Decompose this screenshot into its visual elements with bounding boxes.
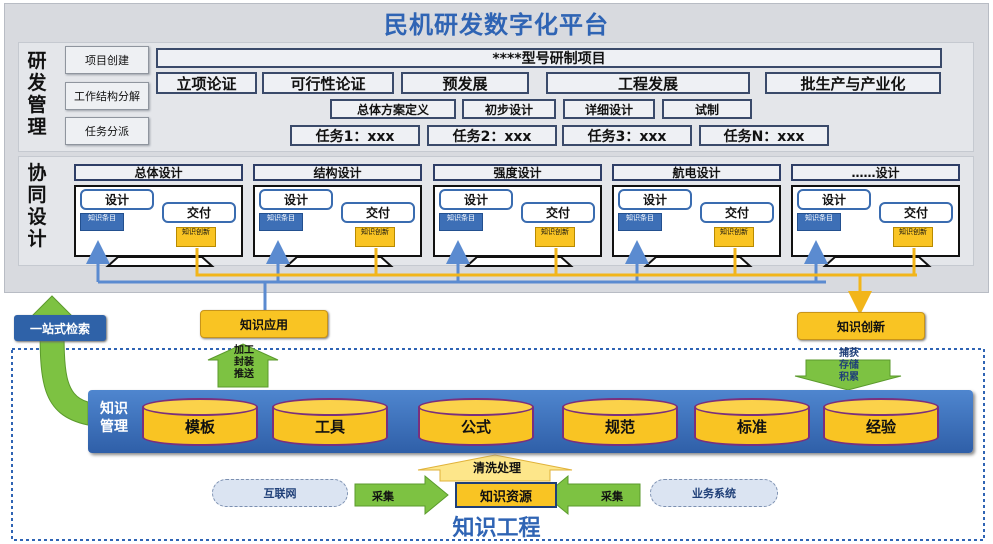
design-bubble[interactable]: 设计 bbox=[797, 189, 871, 210]
phase-4[interactable]: 批生产与产业化 bbox=[765, 72, 941, 94]
design-bubble[interactable]: 设计 bbox=[439, 189, 513, 210]
collect-arrow-left bbox=[354, 474, 449, 516]
cylinder-tools[interactable]: 工具 bbox=[272, 398, 388, 446]
cylinder-formula[interactable]: 公式 bbox=[418, 398, 534, 446]
knowledge-innovation-box: 知识创新 bbox=[714, 227, 754, 247]
knowledge-innovate-label: 知识创新 bbox=[797, 312, 925, 340]
task-0[interactable]: 任务1：xxx bbox=[290, 125, 420, 146]
rd-management-label: 研发管理 bbox=[27, 50, 47, 138]
business-system-cloud: 业务系统 bbox=[650, 479, 778, 507]
cylinder-template[interactable]: 模板 bbox=[142, 398, 258, 446]
deliver-bubble[interactable]: 交付 bbox=[879, 202, 953, 223]
deliver-bubble[interactable]: 交付 bbox=[521, 202, 595, 223]
collect-label-left: 采集 bbox=[372, 490, 394, 503]
project-title: ****型号研制项目 bbox=[156, 48, 942, 68]
phase-3[interactable]: 工程发展 bbox=[546, 72, 750, 94]
design-column: 航电设计 设计 交付 知识条目 知识创新 bbox=[612, 164, 781, 266]
collab-design-label: 协同设计 bbox=[27, 162, 47, 250]
phase-1[interactable]: 可行性论证 bbox=[262, 72, 394, 94]
monitor-stands bbox=[105, 256, 932, 267]
process-down-text: 捕获 存储 积累 bbox=[839, 348, 859, 383]
process-down-arrow bbox=[794, 359, 902, 391]
engineering-frame bbox=[11, 348, 985, 541]
internet-cloud: 互联网 bbox=[212, 479, 348, 507]
knowledge-resource-box[interactable]: 知识资源 bbox=[455, 482, 557, 508]
knowledge-innovation-box: 知识创新 bbox=[535, 227, 575, 247]
design-bubble[interactable]: 设计 bbox=[80, 189, 154, 210]
task-3[interactable]: 任务N：xxx bbox=[699, 125, 829, 146]
design-column-title: 总体设计 bbox=[74, 164, 243, 181]
phase-2[interactable]: 预发展 bbox=[401, 72, 529, 94]
knowledge-item-box: 知识条目 bbox=[439, 213, 483, 231]
deliver-bubble[interactable]: 交付 bbox=[341, 202, 415, 223]
phase-0[interactable]: 立项论证 bbox=[156, 72, 257, 94]
knowledge-item-box: 知识条目 bbox=[80, 213, 124, 231]
design-bubble[interactable]: 设计 bbox=[259, 189, 333, 210]
deliver-bubble[interactable]: 交付 bbox=[162, 202, 236, 223]
project-create-button[interactable]: 项目创建 bbox=[65, 46, 149, 74]
task-2[interactable]: 任务3：xxx bbox=[562, 125, 692, 146]
deliver-bubble[interactable]: 交付 bbox=[700, 202, 774, 223]
knowledge-engineering-title: 知识工程 bbox=[452, 516, 541, 541]
cleaning-label: 清洗处理 bbox=[472, 461, 521, 475]
cylinder-spec[interactable]: 规范 bbox=[562, 398, 678, 446]
knowledge-innovation-box: 知识创新 bbox=[176, 227, 216, 247]
design-column-title: 强度设计 bbox=[433, 164, 602, 181]
stage-1[interactable]: 初步设计 bbox=[462, 99, 556, 119]
cleaning-arrow bbox=[417, 454, 573, 482]
knowledge-item-box: 知识条目 bbox=[797, 213, 841, 231]
knowledge-item-box: 知识条目 bbox=[259, 213, 303, 231]
design-column-title: 结构设计 bbox=[253, 164, 422, 181]
process-up-arrow bbox=[207, 343, 279, 388]
task-1[interactable]: 任务2：xxx bbox=[427, 125, 557, 146]
process-up-text: 加工 封装 推送 bbox=[234, 345, 254, 380]
one-stop-search-button[interactable]: 一站式检索 bbox=[14, 315, 106, 341]
collect-label-right: 采集 bbox=[601, 490, 623, 503]
knowledge-innovation-box: 知识创新 bbox=[893, 227, 933, 247]
stage-0[interactable]: 总体方案定义 bbox=[330, 99, 456, 119]
knowledge-item-box: 知识条目 bbox=[618, 213, 662, 231]
cylinder-standard[interactable]: 标准 bbox=[694, 398, 810, 446]
cylinder-experience[interactable]: 经验 bbox=[823, 398, 939, 446]
knowledge-innovate-lines bbox=[195, 248, 917, 315]
design-bubble[interactable]: 设计 bbox=[618, 189, 692, 210]
stage-2[interactable]: 详细设计 bbox=[563, 99, 655, 119]
design-column-title: 航电设计 bbox=[612, 164, 781, 181]
knowledge-apply-label: 知识应用 bbox=[200, 310, 328, 338]
design-column: 总体设计 设计 交付 知识条目 知识创新 bbox=[74, 164, 243, 266]
task-assign-button[interactable]: 任务分派 bbox=[65, 117, 149, 145]
platform-title: 民机研发数字化平台 bbox=[384, 11, 609, 39]
wbs-button[interactable]: 工作结构分解 bbox=[65, 82, 149, 110]
stage-3[interactable]: 试制 bbox=[662, 99, 752, 119]
design-column-title: ……设计 bbox=[791, 164, 960, 181]
knowledge-innovation-box: 知识创新 bbox=[355, 227, 395, 247]
knowledge-management-label: 知识管理 bbox=[100, 401, 128, 435]
